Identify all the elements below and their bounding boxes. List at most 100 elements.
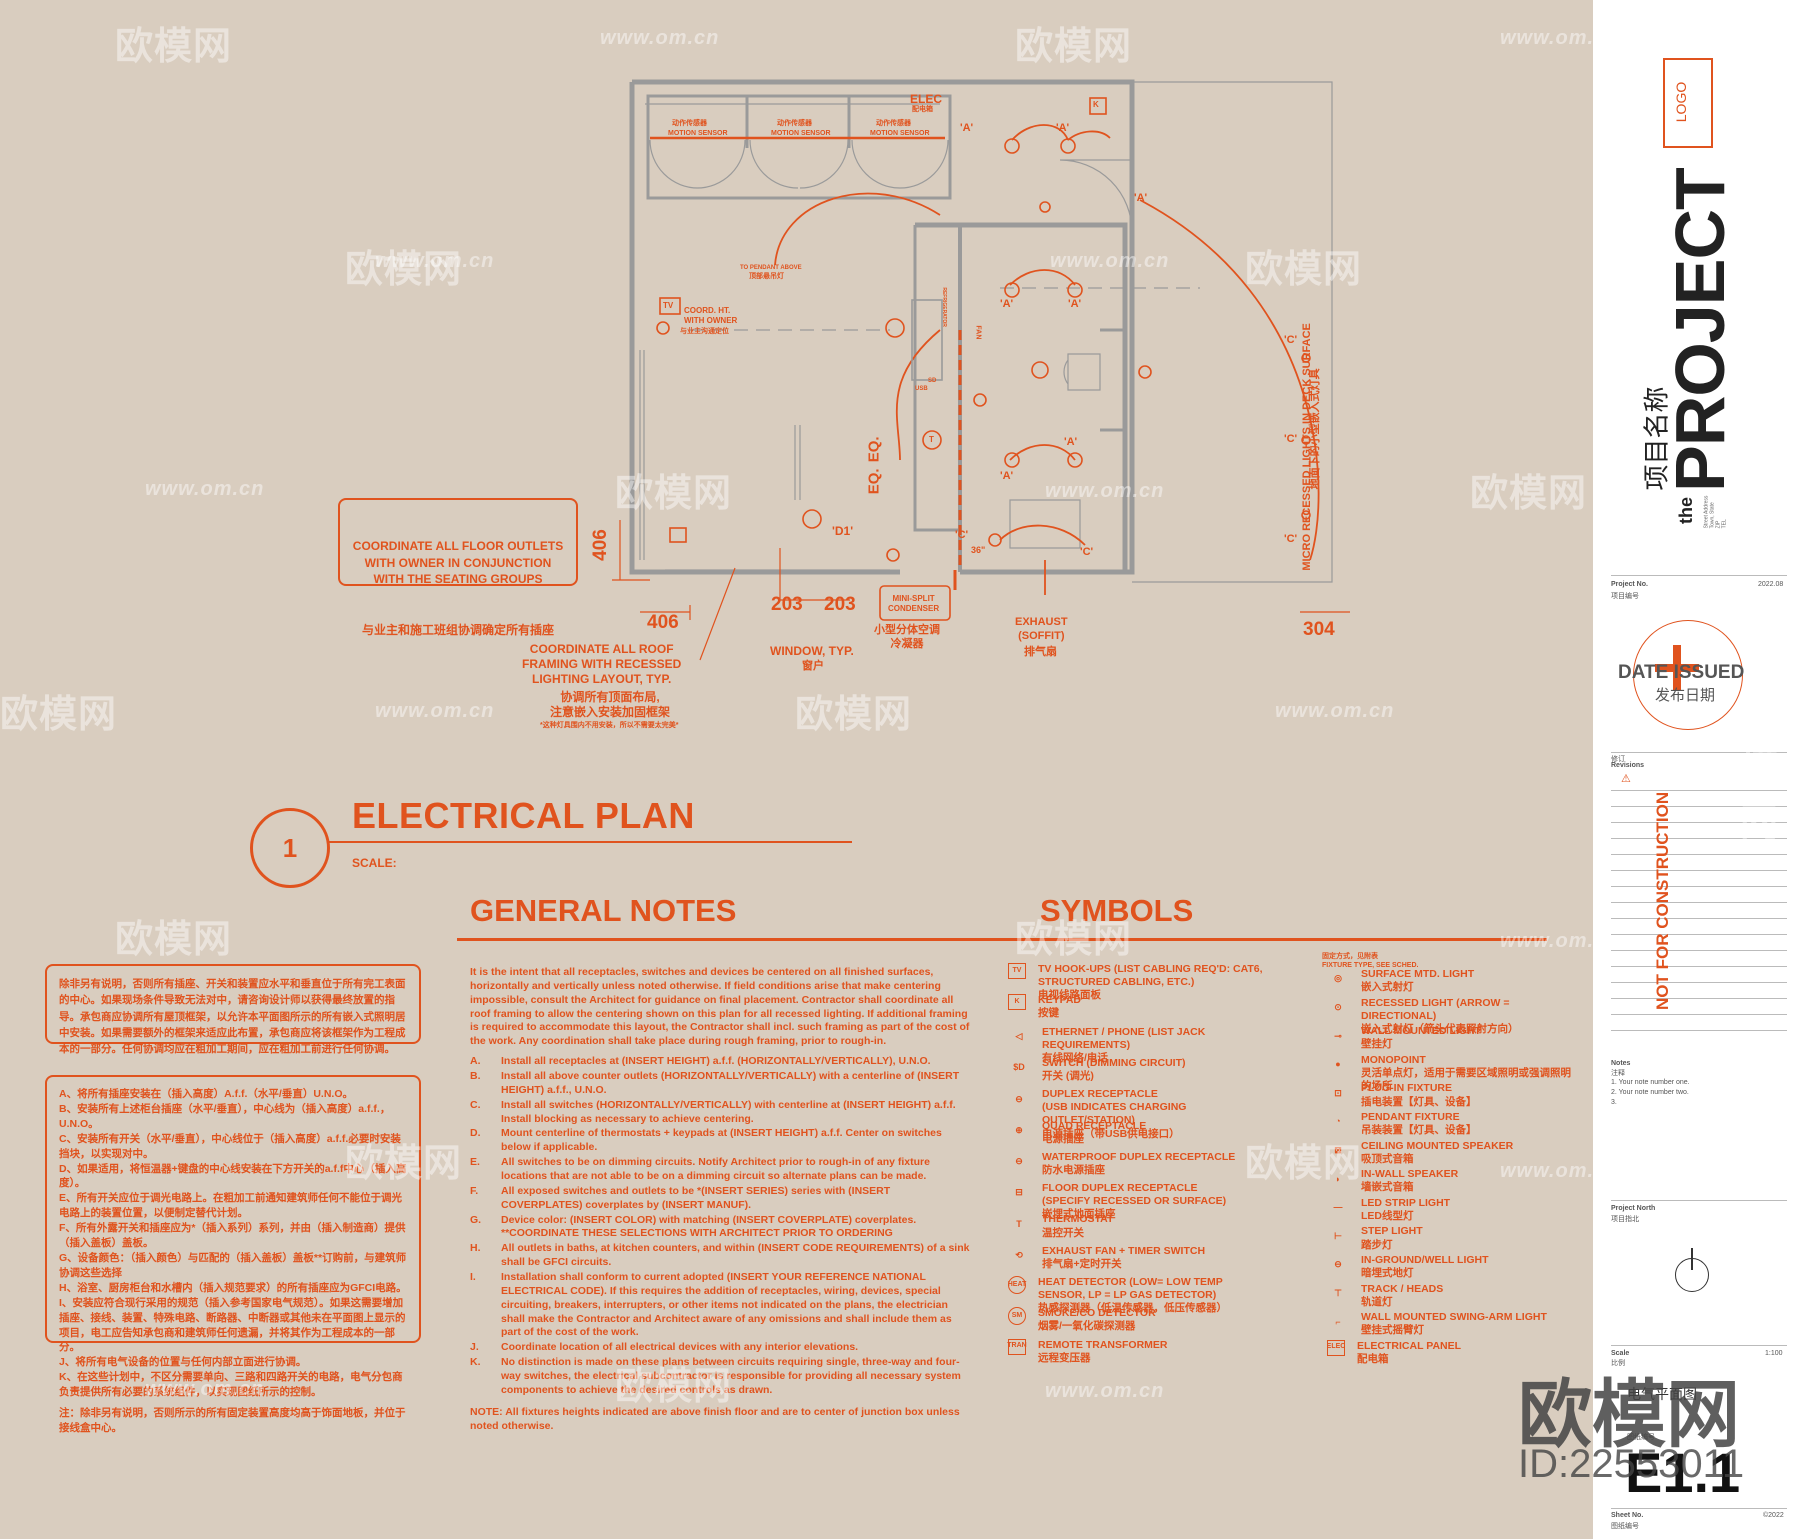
symbol-label: WALL MOUNTED LIGHT xyxy=(1361,1025,1481,1038)
dim-304: 304 xyxy=(1303,619,1335,640)
symbol-icon: ⊤ xyxy=(1334,1287,1342,1298)
general-note-text: Device color: (INSERT COLOR) with matchi… xyxy=(501,1213,917,1240)
general-note-text: All outlets in baths, at kitchen counter… xyxy=(501,1242,970,1269)
general-note-text: Install all switches (HORIZONTALLY/VERTI… xyxy=(501,1098,956,1125)
symbol-icon: ● xyxy=(1335,1059,1341,1070)
project-address: Street Address Town, State ZIP TEL xyxy=(1703,495,1728,529)
general-note-letter: A. xyxy=(470,1055,481,1068)
general-note-letter: D. xyxy=(470,1127,481,1140)
project-the: the xyxy=(1676,497,1696,524)
tb-divider-4 xyxy=(1611,1345,1787,1346)
general-note-text: All exposed switches and outlets to be *… xyxy=(501,1184,891,1211)
logo-text: LOGO xyxy=(1673,81,1690,123)
usb-label: USB xyxy=(915,386,928,392)
symbol-label-cn: 按键 xyxy=(1038,1007,1059,1020)
general-note-letter: B. xyxy=(470,1070,481,1083)
revision-row-line xyxy=(1611,918,1787,919)
plan-dimensions xyxy=(612,520,1350,661)
symbol-icon: ◗ xyxy=(1335,1173,1341,1184)
symbol-label-cn: 电源插座（带USB供电接口） xyxy=(1042,1127,1180,1140)
general-notes-list: A.Install all receptacles at (INSERT HEI… xyxy=(470,1055,970,1398)
cn-notes-intro-text: 除非另有说明，否则所有插座、开关和装置应水平和垂直位于所有完工表面的中心。如果现… xyxy=(59,978,406,1056)
plan-circuits xyxy=(650,124,1320,595)
symbol-label-cn: 嵌埋式地面插座 xyxy=(1042,1208,1116,1221)
revision-row-line xyxy=(1611,1030,1787,1031)
fixture-a-1: 'A' xyxy=(960,122,974,134)
symbol-label: SMOKE/CO DETECTOR xyxy=(1038,1307,1156,1320)
watermark-brand: 欧模网 xyxy=(795,694,913,736)
watermark-url: www.om.cn xyxy=(1045,480,1165,502)
tb-divider-2 xyxy=(1611,752,1787,753)
cn-notes-footnote: 注：除非另有说明，否则所示的所有固定装置高度均高于饰面地板，并位于接线盒中心。 xyxy=(59,1407,406,1434)
dim-36: 36" xyxy=(971,545,986,555)
title-underline xyxy=(328,841,852,843)
coord-height-cn-label: 与业主沟通定位 xyxy=(680,328,729,335)
fixture-type-note: 固定方式，见附表 FIXTURE TYPE, SEE SCHED. xyxy=(1322,953,1419,969)
symbol-label-cn: 灵活单点灯，适用于需要区域照明或强调照明的场所 xyxy=(1361,1066,1571,1093)
date-stamp-cross-h xyxy=(1655,664,1699,672)
title-block: LOGO PROJECT the 项目名称 Street Address Tow… xyxy=(1593,0,1800,1539)
to-pendant-label: TO PENDANT ABOVE xyxy=(740,265,802,271)
general-note-item: C.Install all switches (HORIZONTALLY/VER… xyxy=(470,1099,970,1127)
symbol-label-cn: 吸顶式音箱 xyxy=(1361,1152,1414,1165)
general-note-letter: E. xyxy=(470,1156,480,1169)
window-label: WINDOW, TYP. xyxy=(770,644,854,658)
cn-note-item: E、所有开关应位于调光电路上。在粗加工前通知建筑师任何不能位于调光电路上的装置位… xyxy=(59,1192,403,1220)
cn-notes-items: A、将所有插座安装在（插入高度）A.f.f.（水平/垂直）U.N.O。B、安装所… xyxy=(59,1087,407,1400)
general-note-item: E.All switches to be on dimming circuits… xyxy=(470,1156,970,1184)
drawing-number-badge: 1 xyxy=(250,808,330,888)
general-notes: It is the intent that all receptacles, s… xyxy=(470,966,970,1434)
exhaust-cn-label: 排气扇 xyxy=(1024,646,1057,658)
motion-sensor-cn-3: 动作传感器 xyxy=(876,120,911,127)
watermark-brand: 欧模网 xyxy=(345,249,463,291)
revision-row-line xyxy=(1611,982,1787,983)
smoke-detector-label: SD xyxy=(928,378,937,384)
symbol-label: REMOTE TRANSFORMER xyxy=(1038,1338,1168,1351)
sheet-title-cn: 电气平面图 xyxy=(1627,1386,1697,1402)
watermark-url: www.om.cn xyxy=(375,250,495,272)
fixture-c-5: 'C' xyxy=(1080,546,1094,558)
floor-outlets-callout: COORDINATE ALL FLOOR OUTLETS WITH OWNER … xyxy=(338,498,578,637)
watermark-brand: 欧模网 xyxy=(1470,473,1588,515)
general-note-item: J.Coordinate location of all electrical … xyxy=(470,1341,970,1355)
floor-plan xyxy=(612,79,1350,661)
watermark-url: www.om.cn xyxy=(1500,27,1620,49)
warning-icon: ⚠ xyxy=(1621,773,1631,785)
watermark-url: www.om.cn xyxy=(600,27,720,49)
general-note-letter: I. xyxy=(470,1271,476,1284)
cn-note-item: J、将所有电气设备的位置与任何内部立面进行协调。 xyxy=(59,1356,307,1369)
cn-note-item: F、所有外露开关和插座应为*（插入系列）系列，并由（插入制造商）提供（插入盖板）… xyxy=(59,1222,406,1250)
general-note-letter: H. xyxy=(470,1242,481,1255)
general-note-letter: F. xyxy=(470,1184,479,1197)
exhaust-label: EXHAUST (SOFFIT) xyxy=(1015,616,1068,642)
symbol-row: ⊟FLOOR DUPLEX RECEPTACLE (SPECIFY RECESS… xyxy=(1008,1182,1278,1221)
symbol-label: DUPLEX RECEPTACLE (USB INDICATES CHARGIN… xyxy=(1042,1088,1187,1127)
micro-recessed-cn-label: 地面下的小型嵌入式灯具 xyxy=(1309,368,1322,490)
symbol-label-cn: 电视线路面板 xyxy=(1038,989,1101,1002)
revision-row-line xyxy=(1611,966,1787,967)
symbol-label: QUAD RECEPTACLE xyxy=(1042,1119,1147,1132)
tb-divider-5 xyxy=(1611,1508,1787,1509)
general-note-text: Mount centerline of thermostats + keypad… xyxy=(501,1127,942,1154)
fixture-a-2: 'A' xyxy=(1056,122,1070,134)
project-no-cn: 项目编号 xyxy=(1611,593,1639,600)
symbol-label: PENDANT FIXTURE xyxy=(1361,1111,1460,1123)
sheet-number: E1.1 xyxy=(1625,1441,1741,1504)
elec-panel-label: ELEC xyxy=(910,92,943,106)
